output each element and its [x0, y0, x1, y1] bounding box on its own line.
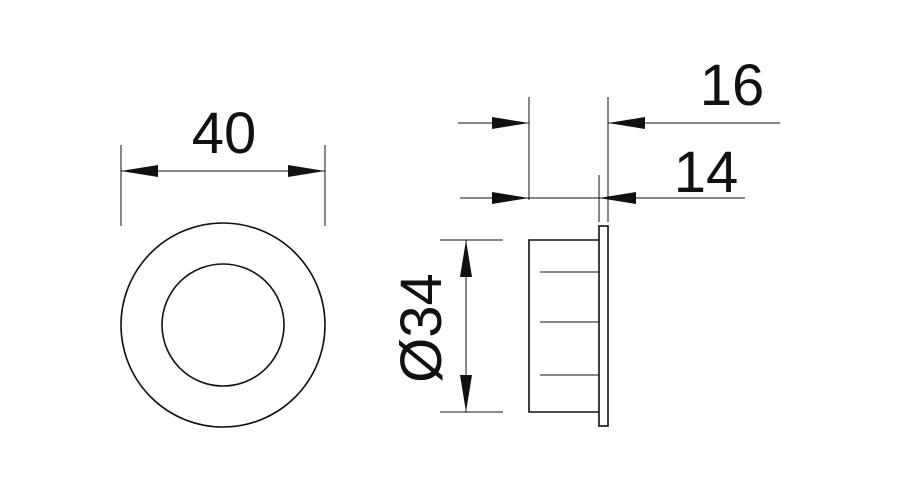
dimension-label-diameter: Ø34 [389, 273, 454, 383]
front-view: 40 [120, 101, 326, 428]
arrowhead-left [121, 165, 158, 177]
arrowhead-right [608, 117, 645, 129]
flange [598, 225, 609, 427]
dimension-label-total-length: 16 [700, 53, 765, 118]
arrowhead-left [492, 192, 529, 204]
width-dimension: 40 [120, 101, 326, 226]
arrowhead-right [288, 165, 325, 177]
dimension-label-body-length: 14 [674, 140, 739, 205]
inner-circle [161, 263, 285, 387]
side-view: 16 14 Ø34 [389, 53, 780, 427]
arrowhead-top [460, 240, 472, 277]
body-outline [528, 239, 599, 413]
diameter-dimension: Ø34 [389, 239, 503, 413]
dimension-label-width: 40 [192, 101, 257, 166]
body-length-dimension: 14 [460, 140, 745, 222]
arrowhead-right [599, 192, 636, 204]
arrowhead-left [492, 117, 529, 129]
arrowhead-bottom [460, 375, 472, 412]
total-length-dimension: 16 [458, 53, 780, 222]
outer-circle [120, 222, 326, 428]
